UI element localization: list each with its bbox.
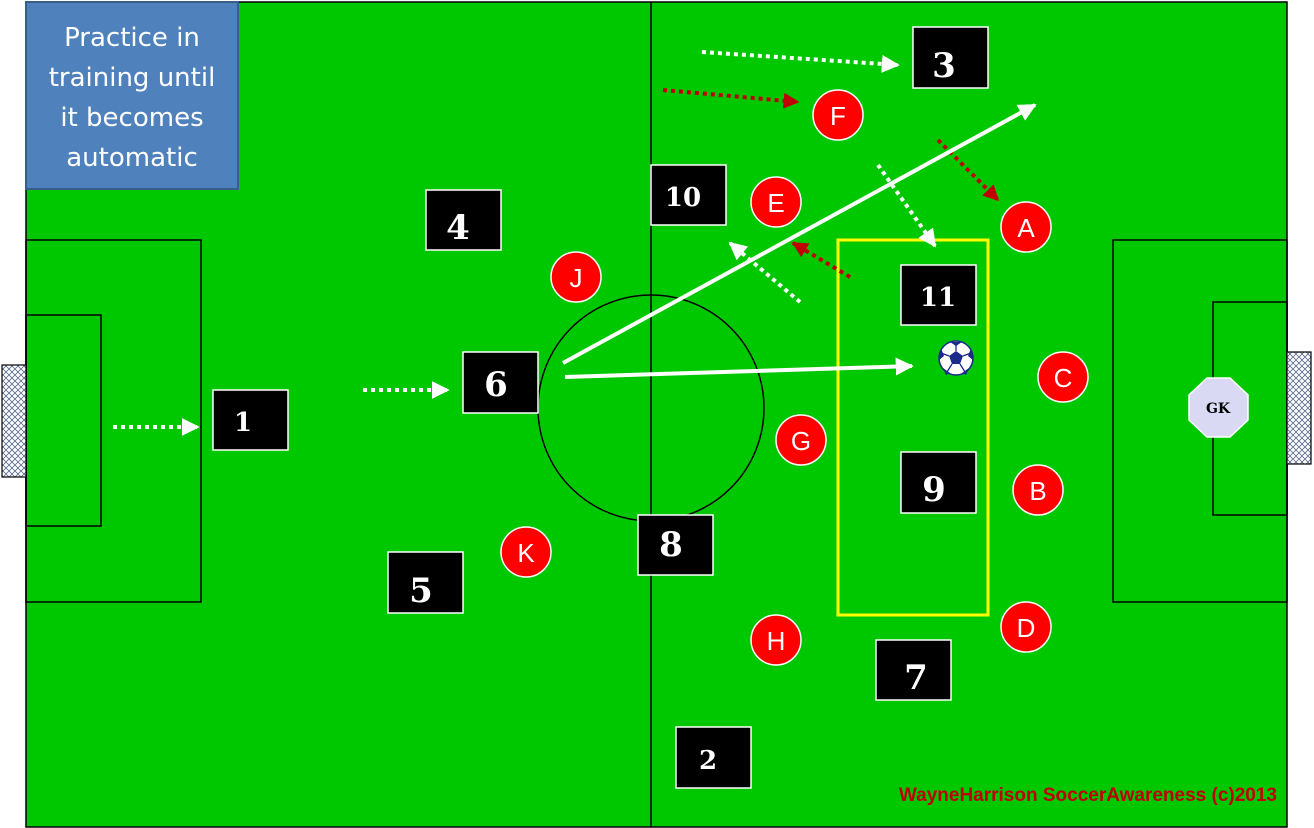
target-zone [836,238,990,617]
opponent-c: C [1037,351,1089,403]
pass-arrows [562,103,1037,379]
player-11: 11 [900,264,977,326]
player-5: 5 [387,551,464,614]
run-arrow-11 [876,163,937,248]
svg-text:G: G [791,426,811,456]
svg-text:6: 6 [484,365,508,405]
opp-run-arrow-f [662,88,800,109]
player-8: 8 [637,514,714,576]
svg-text:A: A [1017,213,1035,243]
note-line-1: Practice in [64,23,200,53]
player-9: 9 [900,451,977,514]
run-arrow-3 [701,50,900,73]
opponent-e: E [750,176,802,228]
pass-arrow-long [562,103,1037,365]
credit-text: WayneHarrison SoccerAwareness (c)2013 [899,785,1277,806]
pass-arrow-short [564,357,914,379]
opp-run-arrow-a [936,138,1000,202]
svg-text:5: 5 [409,571,433,611]
svg-text:F: F [830,101,846,131]
svg-text:9: 9 [922,470,946,510]
opponent-g: G [775,414,827,466]
svg-text:H: H [767,626,786,656]
player-6: 6 [462,351,539,414]
opponent-k: K [500,526,552,578]
note-line-4: automatic [66,143,198,173]
opp-run-arrow-e [791,241,852,279]
player-1: 1 [212,389,289,451]
svg-text:8: 8 [659,525,683,565]
right-goal-net [1286,351,1312,465]
opponents: A B C D E F G H J K [500,89,1089,666]
player-7: 7 [875,639,952,701]
svg-text:D: D [1017,613,1036,643]
svg-text:E: E [767,188,784,218]
opponent-b: B [1012,464,1064,516]
svg-text:11: 11 [920,283,956,313]
svg-text:2: 2 [699,746,717,776]
team-players: 1 2 3 4 5 6 7 8 9 10 11 [212,26,989,789]
svg-text:C: C [1054,363,1073,393]
goalkeeper: GK [1188,377,1249,438]
opponent-f: F [812,89,864,141]
player-3: 3 [912,26,989,89]
team-movement-arrows [113,50,937,436]
note-box: Practice in training until it becomes au… [25,1,239,190]
player-10: 10 [650,164,727,226]
note-line-2: training until [49,63,216,93]
note-line-3: it becomes [60,103,203,133]
svg-text:GK: GK [1206,401,1231,417]
svg-text:4: 4 [446,208,470,248]
svg-text:B: B [1029,476,1046,506]
opponent-j: J [550,251,602,303]
svg-text:10: 10 [665,183,701,213]
player-4: 4 [425,189,502,251]
left-goal-net [1,364,27,478]
soccer-ball-icon [938,340,974,376]
opponent-a: A [1000,201,1052,253]
svg-text:J: J [570,263,583,293]
svg-text:3: 3 [932,46,956,86]
svg-text:7: 7 [904,658,928,698]
svg-text:1: 1 [234,408,252,438]
opponent-movement-arrows [662,88,1000,279]
opponent-h: H [750,614,802,666]
player-2: 2 [675,726,752,789]
svg-text:K: K [517,538,535,568]
opponent-d: D [1000,601,1052,653]
